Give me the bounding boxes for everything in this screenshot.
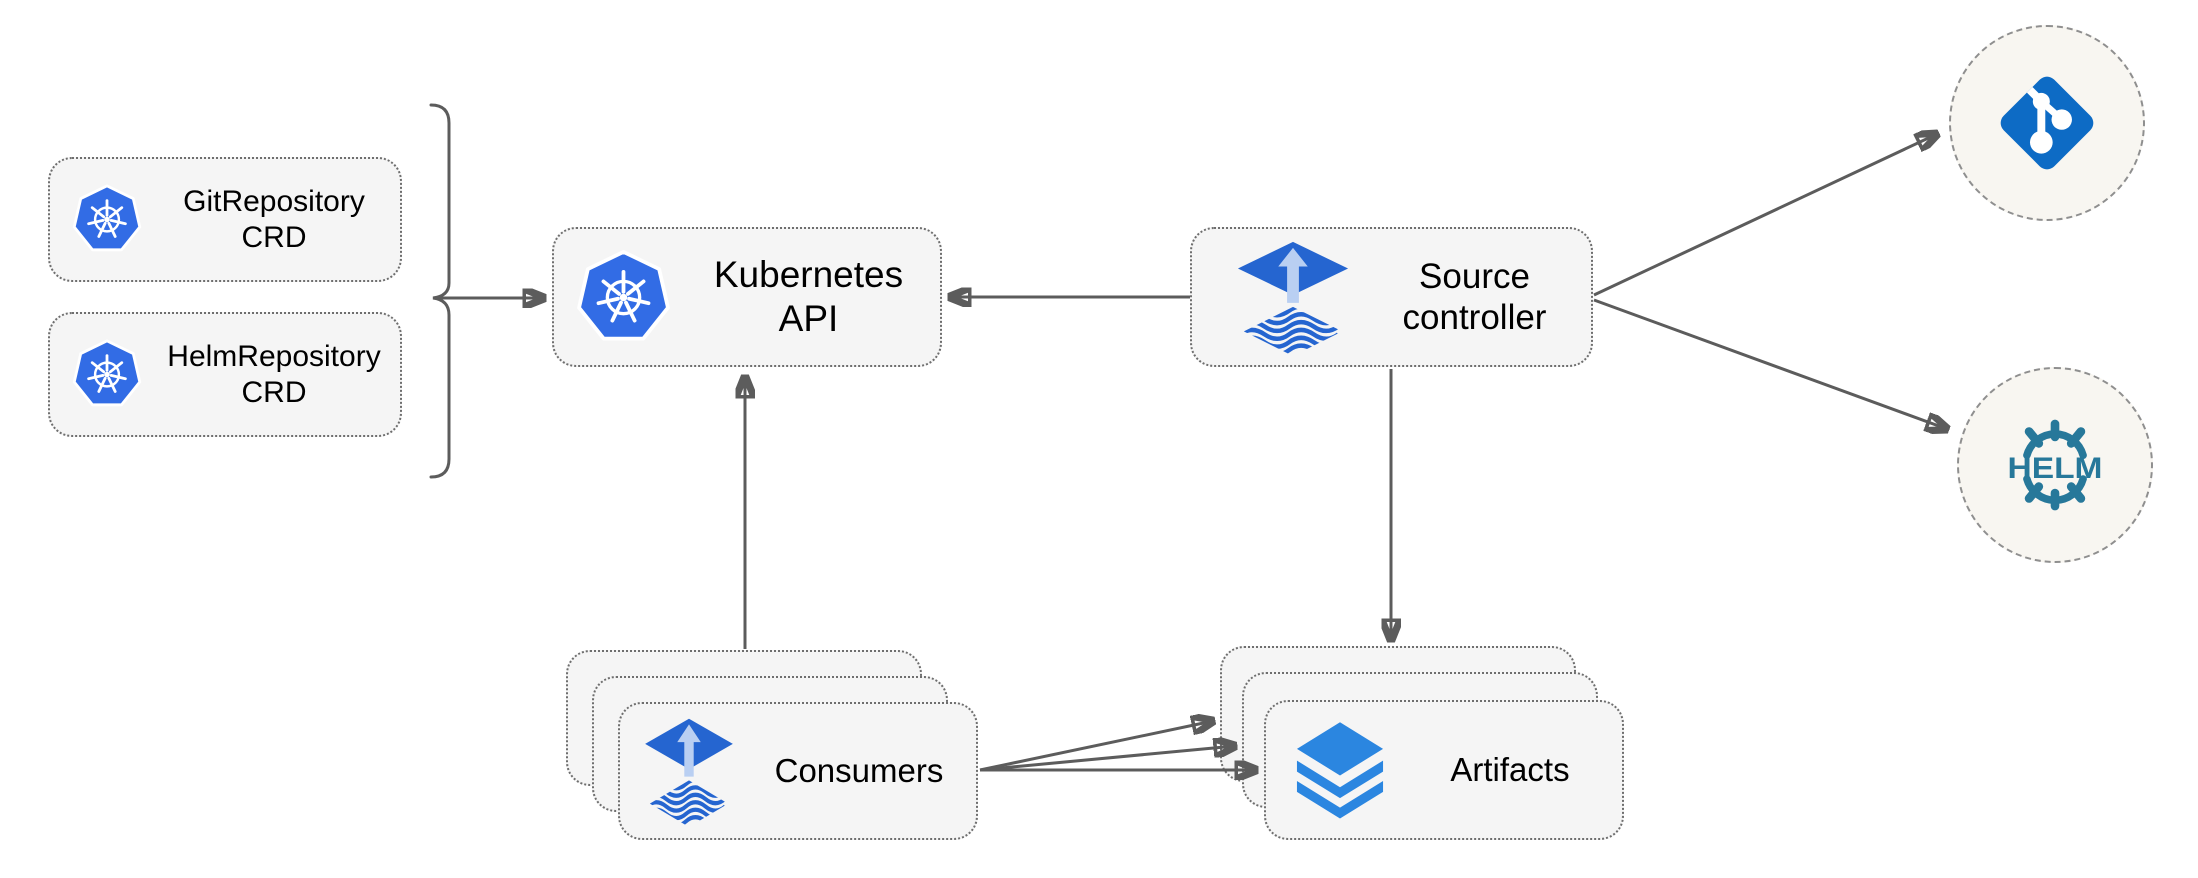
- arrow-consumers-to-artifacts-1: [979, 721, 1213, 772]
- node-artifacts: Artifacts: [1264, 700, 1624, 840]
- node-label: Artifacts: [1450, 750, 1570, 788]
- arrow-consumers-to-artifacts-2: [979, 746, 1235, 772]
- node-kubernetes-api: Kubernetes API: [552, 227, 942, 367]
- crd-group-bracket: [429, 103, 451, 479]
- node-consumers: Consumers: [618, 702, 978, 840]
- node-label: Kubernetes API: [713, 254, 904, 339]
- helm-icon: HELM: [2007, 419, 2103, 511]
- kubernetes-icon: [72, 339, 142, 407]
- node-label: Consumers: [774, 751, 944, 789]
- layers-icon: [1296, 722, 1384, 819]
- git-icon: [2000, 72, 2094, 170]
- kubernetes-icon: [577, 249, 670, 341]
- flux-icon: [645, 718, 733, 827]
- kubernetes-icon: [72, 184, 142, 252]
- flux-icon: [1237, 241, 1349, 356]
- helm-logo-text: HELM: [2007, 453, 2102, 485]
- node-helm-registry: HELM: [1957, 367, 2153, 563]
- arrow-source-controller-to-helm-registry: [1593, 298, 1947, 429]
- arrow-source-controller-to-git-registry: [1593, 134, 1937, 297]
- node-git-registry: [1949, 25, 2145, 221]
